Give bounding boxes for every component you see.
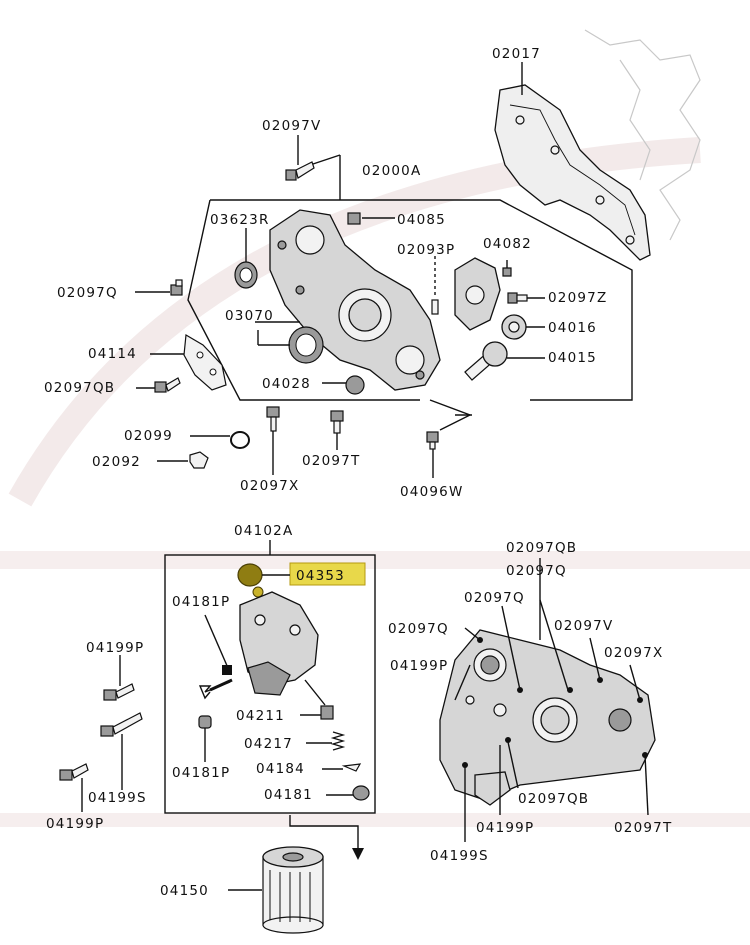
bolt-02097T-mid — [330, 410, 344, 434]
direction-arrow — [198, 681, 231, 700]
bolt-04199S-left — [100, 712, 143, 737]
label-04181: 04181 — [264, 787, 313, 803]
drive-gear-04015 — [464, 341, 508, 381]
plug-04181 — [352, 785, 370, 801]
pin-02093P — [431, 299, 439, 315]
bolt-02097V-top — [285, 161, 315, 181]
bolt-02097X-mid — [266, 406, 280, 432]
engine-block-ghost-outline — [584, 29, 701, 241]
label-04181P-top: 04181P — [172, 594, 230, 610]
label-02097T-mid: 02097T — [302, 453, 360, 469]
label-04114: 04114 — [88, 346, 137, 362]
label-02097QB-right2: 02097QB — [518, 791, 589, 807]
label-03623R: 03623R — [210, 212, 270, 228]
plug-04181P — [198, 715, 212, 729]
label-02097QB-right1: 02097QB — [506, 540, 577, 556]
bolt-04096W — [426, 431, 439, 450]
gasket-02092 — [189, 451, 209, 469]
cap-04211 — [320, 705, 334, 720]
bolt-02097Q-left — [170, 279, 183, 296]
timing-cover-gasket — [494, 84, 651, 261]
highlight-box-04353 — [289, 562, 366, 586]
front-case — [269, 209, 441, 391]
label-02093P: 02093P — [397, 242, 455, 258]
label-02000A: 02000A — [362, 163, 421, 179]
label-02097Q-left: 02097Q — [57, 285, 118, 301]
label-02097Q-right3: 02097Q — [388, 621, 449, 637]
oil-pump-cover — [454, 257, 501, 331]
down-arrow — [352, 848, 364, 860]
label-04199P-right2: 04199P — [476, 820, 534, 836]
label-02092: 02092 — [92, 454, 141, 470]
label-02097V-top: 02097V — [262, 118, 321, 134]
oil-pump-body — [239, 591, 319, 696]
oil-seal-03070 — [288, 326, 324, 364]
assembly-bracket-02000A — [210, 199, 633, 401]
label-04181P-bottom: 04181P — [172, 765, 230, 781]
screw-04082 — [502, 267, 512, 277]
label-04102A: 04102A — [234, 523, 293, 539]
label-04015: 04015 — [548, 350, 597, 366]
label-04353: 04353 — [296, 568, 345, 584]
label-04085: 04085 — [397, 212, 446, 228]
label-02017: 02017 — [492, 46, 541, 62]
label-02099: 02099 — [124, 428, 173, 444]
label-04150: 04150 — [160, 883, 209, 899]
assembled-front-case-view — [439, 629, 656, 806]
arrow-marker — [222, 665, 232, 675]
part-04353-highlighted — [237, 563, 264, 598]
label-04199S-left: 04199S — [88, 790, 147, 806]
label-04016: 04016 — [548, 320, 597, 336]
label-02097X-mid: 02097X — [240, 478, 299, 494]
oil-seal-03623R — [234, 261, 258, 289]
label-04184: 04184 — [256, 761, 305, 777]
washer-04184 — [341, 763, 362, 772]
label-04082: 04082 — [483, 236, 532, 252]
label-02097QB-left: 02097QB — [44, 380, 115, 396]
label-02097V-right: 02097V — [554, 618, 613, 634]
bolt-04199P-left — [103, 683, 135, 701]
label-02097T-right: 02097T — [614, 820, 672, 836]
label-02097Z: 02097Z — [548, 290, 607, 306]
label-04199P-bottom: 04199P — [46, 816, 104, 832]
label-04096W: 04096W — [400, 484, 464, 500]
direction-arrow-shaft — [209, 678, 233, 692]
label-03070: 03070 — [225, 308, 274, 324]
oil-seal-04028 — [345, 375, 365, 395]
label-04028: 04028 — [262, 376, 311, 392]
driven-gear-04016 — [501, 314, 527, 340]
plug-04085 — [347, 212, 361, 225]
bolt-02097QB-left — [154, 377, 181, 393]
oil-filter-04150 — [262, 846, 324, 934]
o-ring-02099 — [230, 431, 250, 449]
label-04199P-right: 04199P — [390, 658, 448, 674]
label-02097Q-right2: 02097Q — [464, 590, 525, 606]
label-04199S-right: 04199S — [430, 848, 489, 864]
label-04211: 04211 — [236, 708, 285, 724]
bolt-02097Z — [507, 292, 528, 304]
label-02097Q-right1: 02097Q — [506, 563, 567, 579]
relief-spring-04217 — [330, 731, 346, 751]
label-02097X-right: 02097X — [604, 645, 663, 661]
gasket-plate-04114 — [183, 334, 227, 391]
label-04199P-left: 04199P — [86, 640, 144, 656]
bolt-04199P-bottom — [59, 763, 89, 781]
part-labels: 02017 02097V 02000A 03623R 04085 02093P … — [44, 46, 672, 899]
label-04217: 04217 — [244, 736, 293, 752]
